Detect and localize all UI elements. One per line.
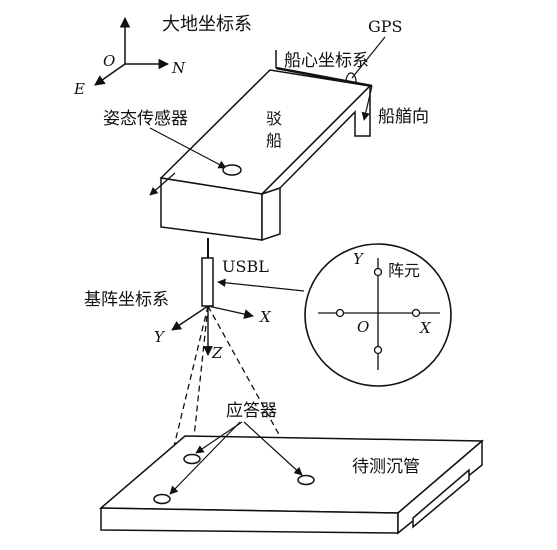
gps-pointer xyxy=(351,36,386,79)
array-element-label: 阵元 xyxy=(388,261,420,280)
survey-ship-label: 驳船 xyxy=(0,0,2,1)
inset-pointer xyxy=(217,278,305,292)
heading-arrow xyxy=(361,85,373,121)
base-x-label: X xyxy=(259,308,272,326)
inset-y-label: Y xyxy=(353,250,365,268)
base-z-label: Z xyxy=(211,344,223,362)
ship-frame-label: 船心坐标系 xyxy=(284,51,369,71)
heading-label: 船艏向 xyxy=(378,107,429,127)
transponder-pointers xyxy=(169,421,303,495)
usbl-label: USBL xyxy=(222,257,269,276)
attitude-sensor-pointer xyxy=(149,127,227,169)
transponders xyxy=(153,453,315,505)
inset-x-label: X xyxy=(419,319,432,337)
geodetic-frame-label: 大地坐标系 xyxy=(162,14,252,35)
immersed-tube xyxy=(99,435,484,535)
pipe-label: 待测沉管 xyxy=(352,457,420,477)
ship-heading-axis xyxy=(275,66,373,88)
array-element-dots xyxy=(335,267,421,355)
attitude-sensor-label: 姿态传感器 xyxy=(103,109,188,129)
inset-origin-label: O xyxy=(357,318,369,336)
barge-label-1: 驳 xyxy=(266,109,282,128)
base-y-label: Y xyxy=(154,328,166,346)
geo-origin-label: O xyxy=(103,52,115,70)
base-array-axes xyxy=(171,305,254,356)
usbl-transducer xyxy=(201,257,214,307)
base-array-frame-label: 基阵坐标系 xyxy=(84,290,169,310)
gps-label: GPS xyxy=(368,17,403,36)
geo-east-label: E xyxy=(73,80,85,98)
geodetic-axes xyxy=(94,16,170,86)
ship-lateral-arrow xyxy=(149,172,176,196)
barge-label-2: 船 xyxy=(266,131,282,150)
attitude-sensor xyxy=(222,164,242,176)
geo-north-label: N xyxy=(171,59,186,77)
barge xyxy=(159,69,372,242)
transponder-label: 应答器 xyxy=(226,401,277,421)
